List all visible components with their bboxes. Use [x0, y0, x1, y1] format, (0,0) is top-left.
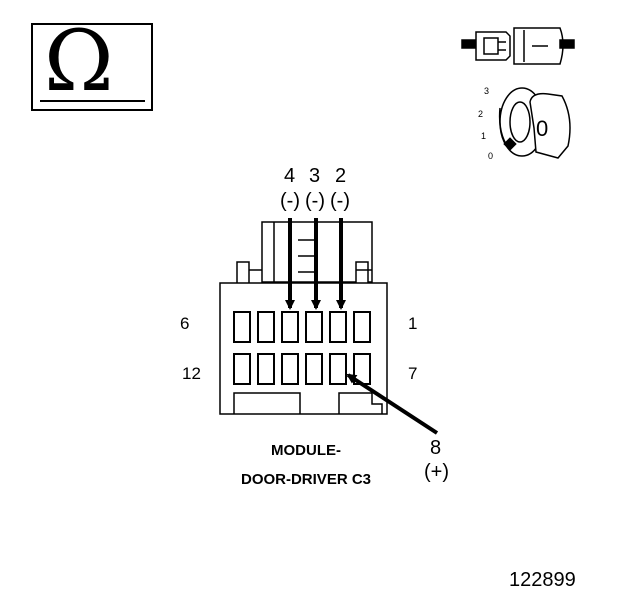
probe-arrow-pin-8: [346, 373, 439, 435]
pin-8-polarity: (+): [424, 461, 449, 483]
cavity: [257, 311, 275, 343]
pin-2-polarity: (-): [330, 190, 350, 212]
cavity: [329, 353, 347, 385]
row-label-7: 7: [408, 364, 418, 383]
cavity-row-top: [233, 311, 371, 343]
key-label: 0: [536, 116, 549, 141]
ignition-key-icon: [498, 87, 571, 159]
key-position-3: 3: [484, 86, 490, 96]
cavity: [233, 353, 251, 385]
figure-number: 122899: [509, 569, 576, 591]
pin-4-polarity: (-): [280, 190, 300, 212]
pin-8-label: 8: [430, 437, 442, 459]
row-label-6: 6: [180, 314, 190, 333]
cavity: [305, 353, 323, 385]
key-position-1: 1: [481, 131, 487, 141]
ohmmeter-symbol: [31, 23, 153, 111]
cavity: [329, 311, 347, 343]
cavity: [281, 311, 299, 343]
row-label-12: 12: [182, 364, 201, 383]
cavity: [233, 311, 251, 343]
connector-title-line1: MODULE-: [271, 442, 341, 459]
pin-3-label: 3: [309, 165, 321, 187]
cavity: [353, 311, 371, 343]
pin-3-polarity: (-): [305, 190, 325, 212]
disconnected-connector-icon: [461, 27, 575, 65]
connector-title-line2: DOOR-DRIVER C3: [240, 471, 371, 488]
key-position-2: 2: [478, 109, 484, 119]
key-position-0: 0: [488, 151, 494, 161]
cavity-row-bottom: [233, 353, 371, 385]
pin-4-label: 4: [284, 165, 296, 187]
cavity: [281, 353, 299, 385]
connector-body: [219, 282, 388, 415]
cavity: [257, 353, 275, 385]
cavity: [305, 311, 323, 343]
ohm-symbol: Ω: [44, 12, 114, 110]
pin-2-label: 2: [335, 165, 347, 187]
row-label-1: 1: [408, 314, 418, 333]
